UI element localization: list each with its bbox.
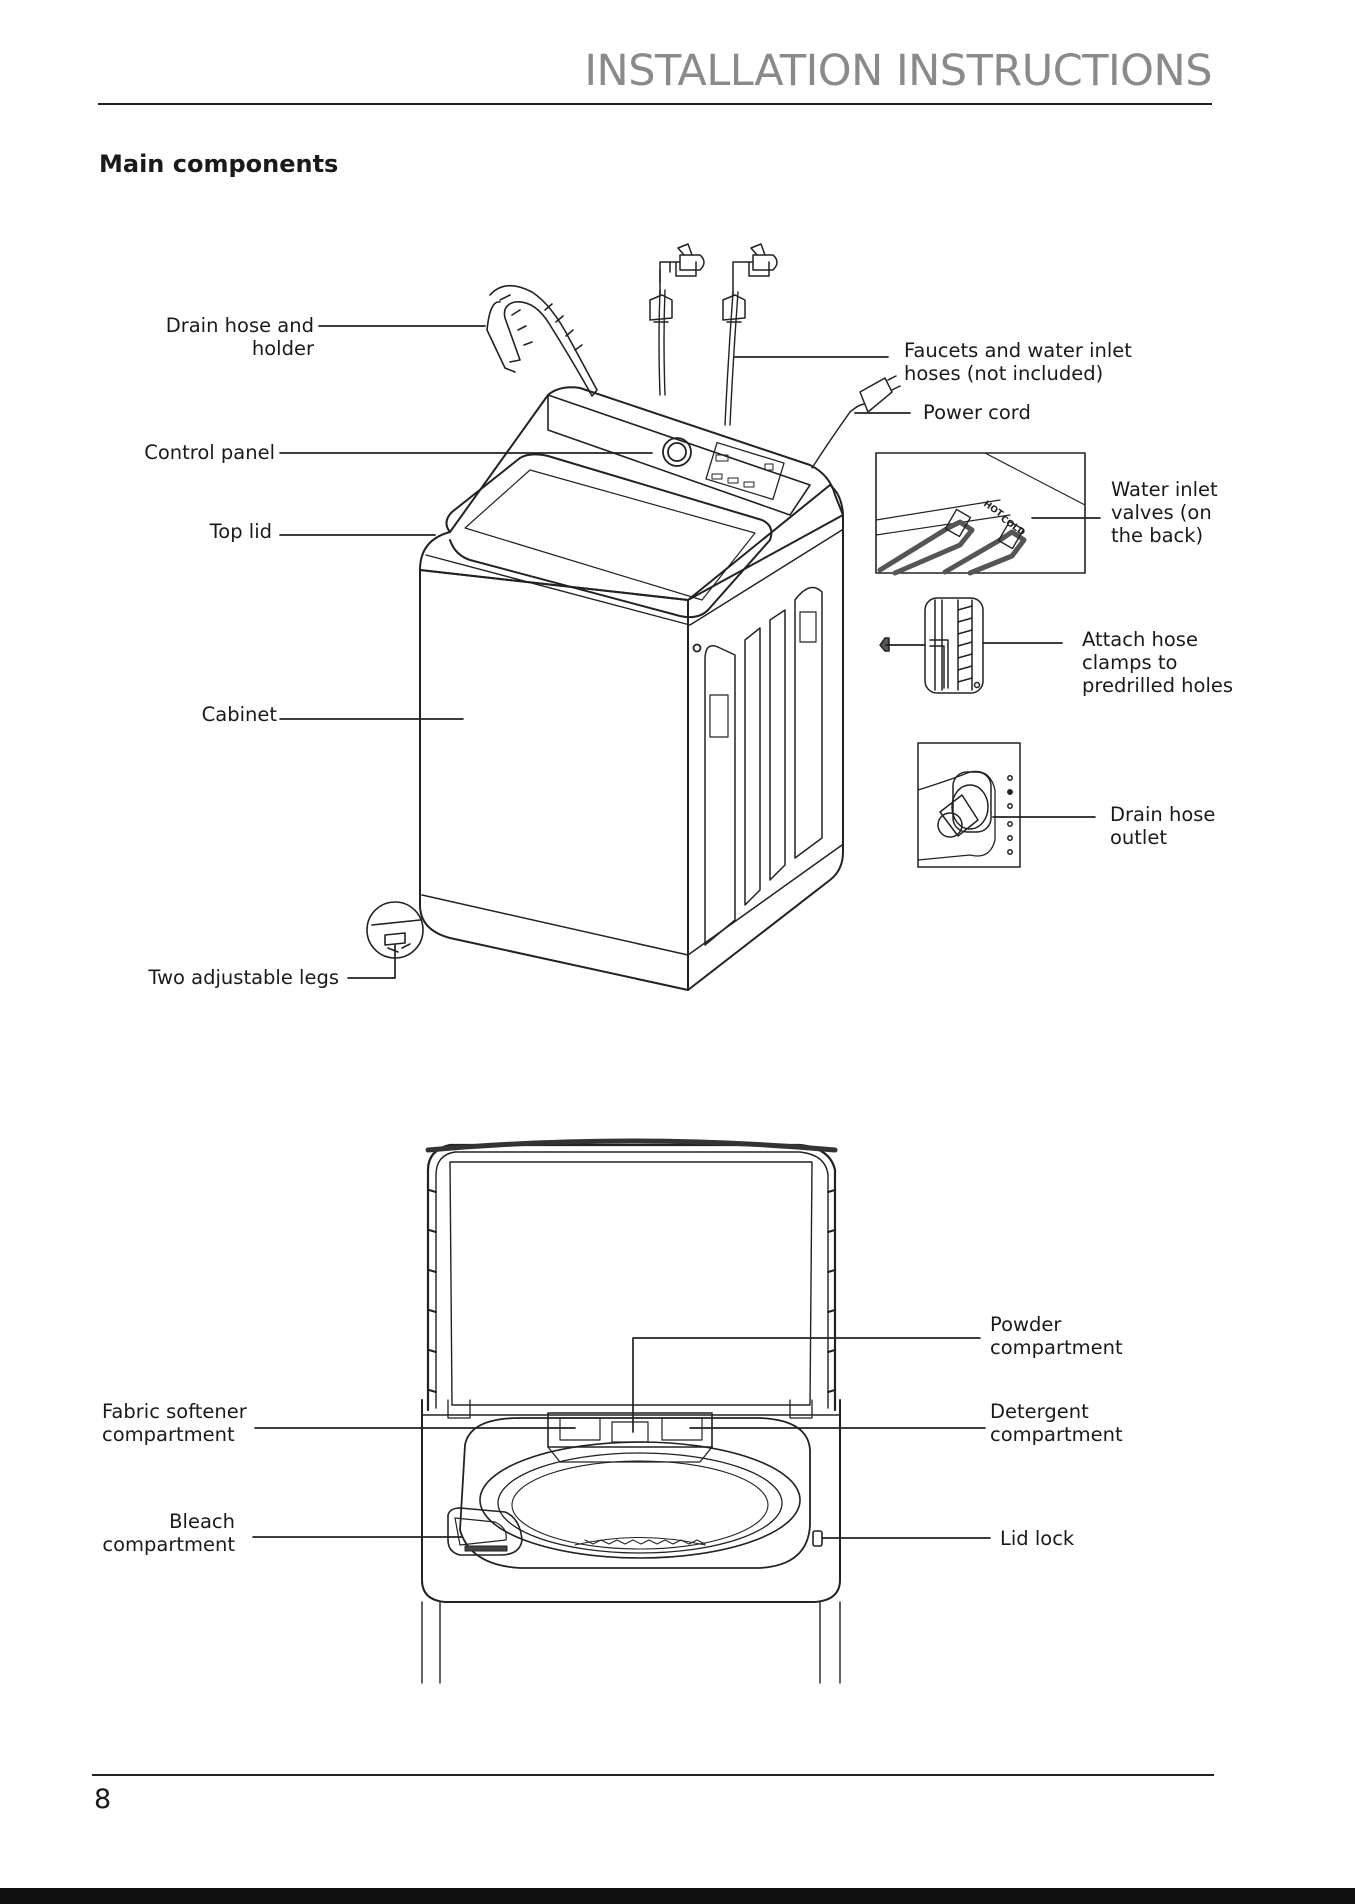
lid-lock-label: Lid lock <box>1000 1527 1075 1550</box>
faucet-left <box>649 243 705 323</box>
leader-lines <box>252 325 1101 1539</box>
page-number: 8 <box>94 1784 112 1815</box>
control-panel-label: Control panel <box>144 441 275 464</box>
drain-outlet-inset <box>917 742 1021 868</box>
power-cord-drawing <box>811 375 901 469</box>
page-bottom-edge <box>0 1888 1355 1904</box>
adjustable-legs-label: Two adjustable legs <box>148 966 339 989</box>
hose-clamp-inset <box>879 597 984 694</box>
faucet-right <box>722 243 778 323</box>
header-divider <box>98 103 1212 105</box>
water-inlet-valves-inset: HOT COLD <box>875 452 1086 576</box>
page-header-title: INSTALLATION INSTRUCTIONS <box>584 46 1212 96</box>
top-lid-label: Top lid <box>209 520 272 543</box>
drain-hose-drawing <box>486 284 598 397</box>
washer-open-top-drawing <box>421 1138 841 1684</box>
footer-divider <box>92 1774 1214 1776</box>
cabinet-label: Cabinet <box>201 703 277 726</box>
washer-perspective-drawing <box>366 243 901 991</box>
power-cord-label: Power cord <box>923 401 1031 424</box>
section-heading: Main components <box>99 150 339 178</box>
